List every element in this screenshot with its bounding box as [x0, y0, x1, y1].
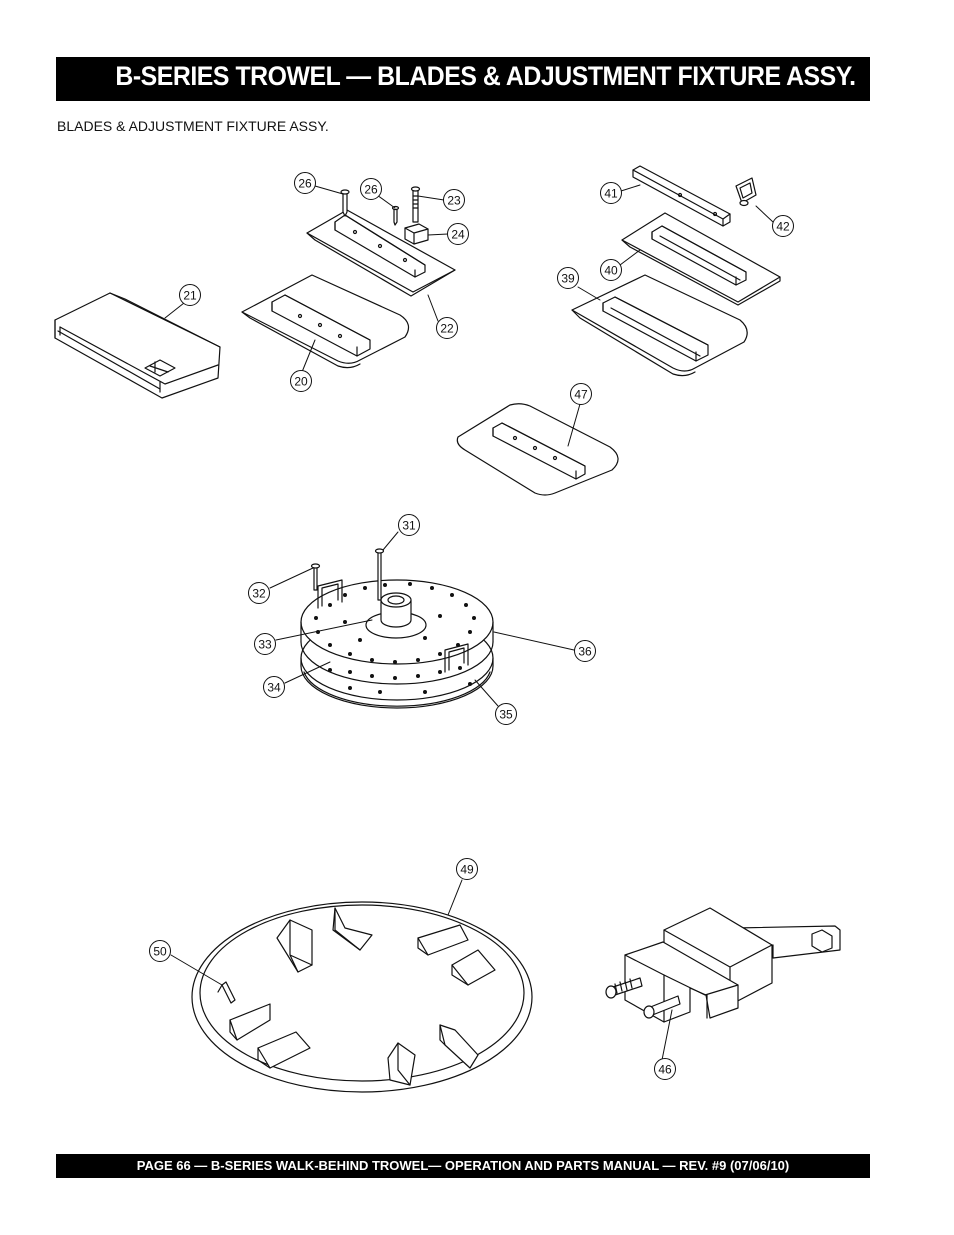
callout-46-label: 46 — [658, 1063, 672, 1077]
leader-lines — [164, 184, 774, 1061]
footer-text: PAGE 66 — B-SERIES WALK-BEHIND TROWEL— O… — [136, 1158, 790, 1173]
callout-36-label: 36 — [578, 645, 592, 659]
blade-22-drawing — [306, 186, 456, 297]
callout-50: 50 — [149, 940, 171, 962]
page-title: B-SERIES TROWEL — BLADES & ADJUSTMENT FI… — [115, 61, 857, 91]
callout-41: 41 — [600, 182, 622, 204]
callout-26a: 26 — [294, 172, 316, 194]
blade-20-drawing — [241, 274, 410, 369]
callout-40-label: 40 — [604, 264, 618, 278]
callout-35: 35 — [495, 703, 517, 725]
callout-32: 32 — [248, 582, 270, 604]
callout-34-label: 34 — [267, 681, 281, 695]
trowel-pan-49-drawing — [191, 901, 533, 1093]
callout-39-label: 39 — [561, 272, 575, 286]
blade-21-drawing — [54, 292, 221, 399]
callout-39: 39 — [557, 267, 579, 289]
callout-21-label: 21 — [183, 289, 197, 303]
callouts: 26 26 23 24 22 21 20 41 42 40 39 47 31 3… — [149, 172, 794, 1080]
callout-33: 33 — [254, 633, 276, 655]
callout-47-label: 47 — [574, 388, 588, 402]
callout-24-label: 24 — [451, 228, 465, 242]
callout-23-label: 23 — [447, 194, 461, 208]
blade-47-drawing — [456, 403, 619, 496]
callout-24: 24 — [447, 223, 469, 245]
callout-33-label: 33 — [258, 638, 272, 652]
callout-50-label: 50 — [153, 945, 167, 959]
bar-41-drawing — [632, 165, 757, 227]
section-label: BLADES & ADJUSTMENT FIXTURE ASSY. — [57, 118, 329, 134]
callout-20: 20 — [290, 370, 312, 392]
callout-47: 47 — [570, 383, 592, 405]
footer-bar: PAGE 66 — B-SERIES WALK-BEHIND TROWEL— O… — [56, 1154, 870, 1178]
adjustment-plate-drawing — [300, 548, 494, 709]
callout-42-label: 42 — [776, 220, 790, 234]
callout-26b-label: 26 — [364, 183, 378, 197]
callout-21: 21 — [179, 284, 201, 306]
callout-26a-label: 26 — [298, 177, 312, 191]
callout-46: 46 — [654, 1058, 676, 1080]
callout-40: 40 — [600, 259, 622, 281]
callout-20-label: 20 — [294, 375, 308, 389]
callout-34: 34 — [263, 676, 285, 698]
callout-23: 23 — [443, 189, 465, 211]
callout-22: 22 — [436, 317, 458, 339]
callout-31-label: 31 — [402, 519, 416, 533]
callout-31: 31 — [398, 514, 420, 536]
callout-22-label: 22 — [440, 322, 454, 336]
callout-42: 42 — [772, 215, 794, 237]
callout-49: 49 — [456, 858, 478, 880]
callout-35-label: 35 — [499, 708, 513, 722]
callout-41-label: 41 — [604, 187, 618, 201]
page-title-bar: B-SERIES TROWEL — BLADES & ADJUSTMENT FI… — [56, 57, 870, 101]
blade-40-drawing — [621, 212, 781, 306]
callout-26b: 26 — [360, 178, 382, 200]
callout-32-label: 32 — [252, 587, 266, 601]
callout-36: 36 — [574, 640, 596, 662]
fixture-46-drawing — [605, 907, 841, 1023]
callout-49-label: 49 — [460, 863, 474, 877]
blade-39-drawing — [571, 274, 748, 377]
